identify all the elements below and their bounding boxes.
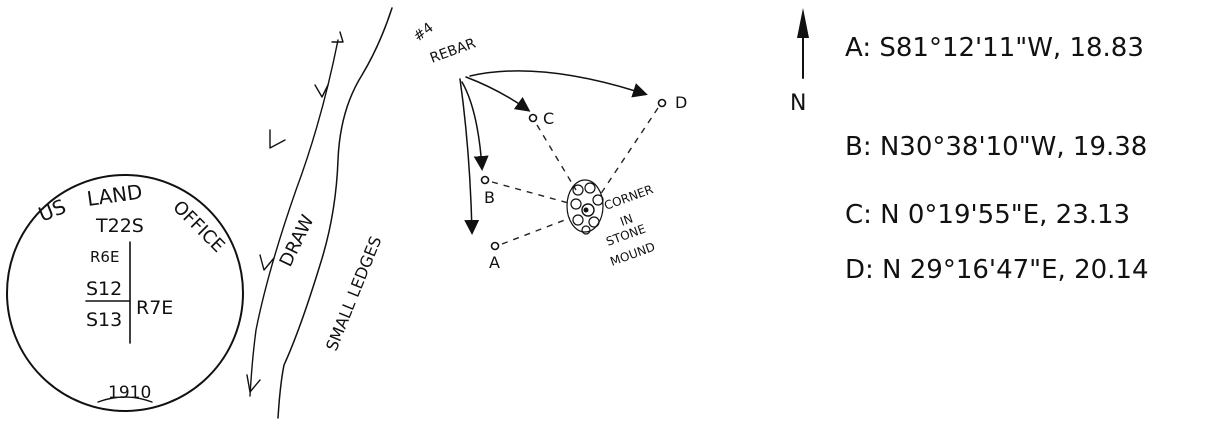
point-c-label: C bbox=[543, 109, 554, 128]
draw-arrow-3 bbox=[270, 130, 285, 148]
bearings-list: A: S81°12'11"W, 18.83 B: N30°38'10"W, 19… bbox=[845, 33, 1149, 285]
rebar-label-2: REBAR bbox=[428, 35, 478, 66]
point-d-label: D bbox=[675, 93, 687, 112]
point-c-marker bbox=[530, 115, 537, 122]
seal-range-east: R7E bbox=[136, 297, 173, 319]
north-label: N bbox=[790, 91, 806, 116]
land-office-seal: US LAND OFFICE T22S R6E S12 S13 R7E 1910 bbox=[7, 175, 243, 411]
ledge-line bbox=[278, 8, 392, 418]
tie-line-a bbox=[502, 218, 570, 244]
bearing-b: B: N30°38'10"W, 19.38 bbox=[845, 132, 1147, 162]
stone-mound-icon bbox=[567, 180, 603, 234]
seal-text-land: LAND bbox=[85, 179, 143, 211]
seal-text-us: US bbox=[35, 194, 69, 226]
north-arrow-head-icon bbox=[797, 8, 809, 38]
bearing-c: C: N 0°19'55"E, 23.13 bbox=[845, 200, 1130, 230]
arrow-to-c bbox=[466, 77, 528, 110]
ledges-label: SMALL LEDGES bbox=[322, 233, 385, 353]
witness-diagram: #4 REBAR A B C D CORNER IN bbox=[411, 20, 688, 272]
bearing-a: A: S81°12'11"W, 18.83 bbox=[845, 33, 1144, 63]
seal-range-west: R6E bbox=[90, 248, 119, 266]
point-b-label: B bbox=[484, 188, 495, 207]
seal-section-lower: S13 bbox=[86, 309, 122, 331]
bearing-d: D: N 29°16'47"E, 20.14 bbox=[845, 255, 1149, 285]
rebar-label-1: #4 bbox=[411, 20, 437, 45]
seal-text-office: OFFICE bbox=[168, 197, 228, 257]
point-a-label: A bbox=[489, 253, 500, 272]
terrain: DRAW SMALL LEDGES bbox=[247, 8, 392, 418]
draw-label: DRAW bbox=[276, 212, 319, 271]
tie-line-c bbox=[537, 125, 576, 190]
point-d-marker bbox=[659, 100, 666, 107]
point-a-marker bbox=[492, 243, 499, 250]
seal-township: T22S bbox=[95, 215, 144, 237]
north-arrow: N bbox=[790, 8, 809, 116]
draw-arrow-5 bbox=[247, 375, 260, 392]
corner-label-1: CORNER bbox=[602, 182, 655, 213]
seal-section-upper: S12 bbox=[86, 278, 122, 300]
point-b-marker bbox=[482, 177, 489, 184]
tie-line-b bbox=[492, 182, 572, 204]
